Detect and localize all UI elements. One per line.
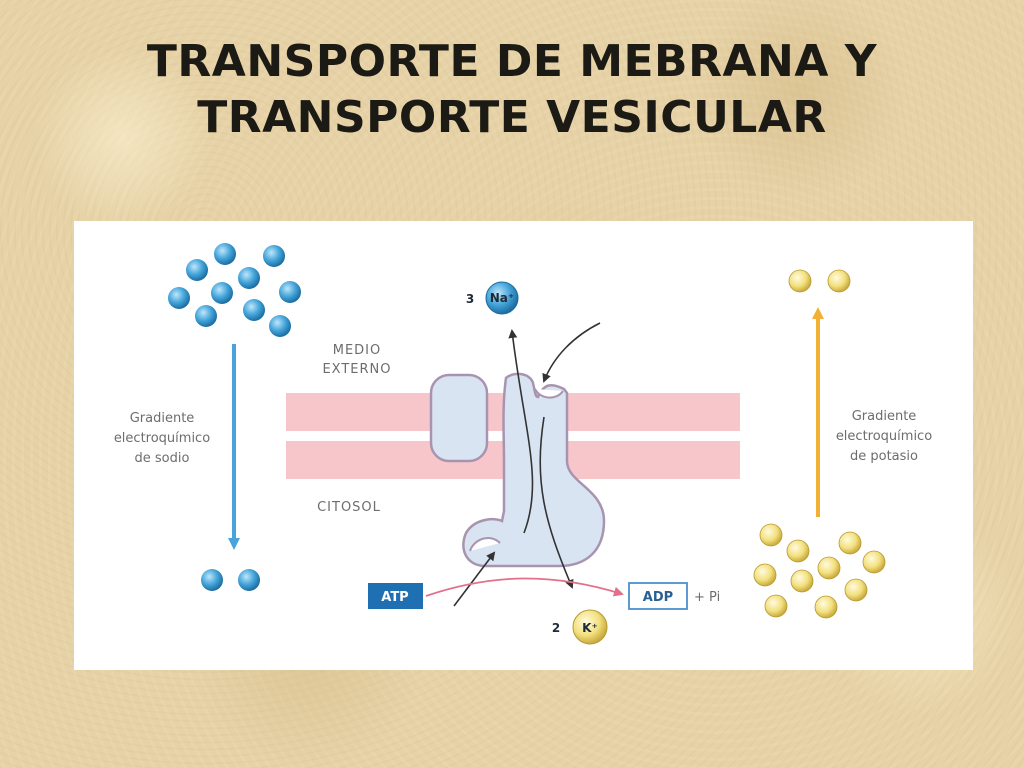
- title-line-2: TRANSPORTE VESICULAR: [197, 92, 827, 143]
- sodium-potassium-pump: [429, 372, 606, 568]
- k-ion-label: K⁺: [582, 621, 598, 635]
- sodium-path-arrow: [508, 329, 534, 534]
- atp-binding-arrow: [453, 551, 496, 607]
- potassium-gradient: Gradiente electroquímico de potasio: [753, 269, 932, 619]
- adp-box: ADP + Pi: [628, 582, 720, 610]
- potassium-path-arrow: [539, 416, 574, 589]
- pump-diagram: Na⁺ 3 K⁺ 2 ATP ADP + Pi MEDIO EXTERNO CI…: [114, 243, 932, 645]
- sodium-ions-cytosol: [201, 569, 260, 591]
- potassium-gradient-line-3: de potasio: [850, 449, 918, 464]
- potassium-gradient-line-2: electroquímico: [836, 429, 932, 444]
- slide-title: TRANSPORTE DE MEBRANA Y TRANSPORTE VESIC…: [0, 34, 1024, 146]
- sodium-gradient-line-2: electroquímico: [114, 431, 210, 446]
- potassium-ions-cytosol: [753, 523, 886, 619]
- sodium-gradient-line-3: de sodio: [135, 451, 190, 466]
- sodium-potassium-pump-figure: Na⁺ 3 K⁺ 2 ATP ADP + Pi MEDIO EXTERNO CI…: [74, 221, 973, 670]
- sodium-ions-extracellular: [168, 243, 301, 337]
- sodium-gradient-line-1: Gradiente: [130, 411, 195, 426]
- na-count: 3: [466, 292, 474, 306]
- adp-label: ADP: [643, 590, 673, 605]
- na-incoming-arrow: [542, 322, 601, 383]
- pump-subunit-left: [429, 373, 489, 463]
- atp-box: ATP: [368, 583, 423, 609]
- sodium-gradient: Gradiente electroquímico de sodio: [114, 243, 301, 591]
- medio-externo-line-1: MEDIO: [333, 343, 382, 358]
- medio-externo-line-2: EXTERNO: [322, 362, 391, 377]
- potassium-gradient-line-1: Gradiente: [852, 409, 917, 424]
- atp-hydrolysis-arrow: [425, 577, 624, 597]
- title-line-1: TRANSPORTE DE MEBRANA Y: [146, 36, 878, 87]
- k-count: 2: [552, 621, 560, 635]
- pi-label: + Pi: [694, 590, 720, 605]
- potassium-ions-extracellular: [788, 269, 851, 293]
- na-ion-label: Na⁺: [490, 291, 514, 305]
- na-ion: Na⁺ 3: [466, 281, 519, 315]
- k-ion: K⁺ 2: [552, 609, 608, 645]
- atp-label: ATP: [381, 590, 408, 605]
- pump-subunit-main: [462, 372, 606, 568]
- citosol-label: CITOSOL: [317, 500, 381, 515]
